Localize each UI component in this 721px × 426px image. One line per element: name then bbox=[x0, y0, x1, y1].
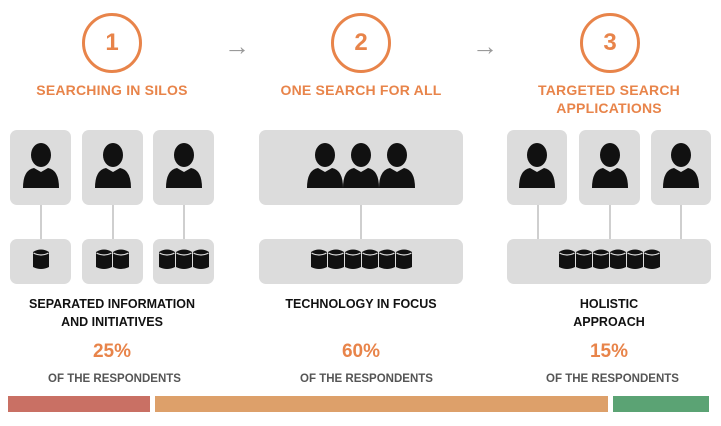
database-icon bbox=[643, 248, 660, 275]
database-icon bbox=[158, 248, 175, 275]
label-line: SEPARATED INFORMATION bbox=[29, 297, 195, 311]
database-icon bbox=[361, 248, 378, 275]
step-2-number: 2 bbox=[331, 13, 391, 73]
database-icon bbox=[327, 248, 344, 275]
database-box bbox=[10, 239, 71, 284]
step-2-percent: 60% bbox=[341, 341, 381, 362]
database-box bbox=[82, 239, 143, 284]
label-line: HOLISTIC bbox=[579, 297, 639, 311]
bar-segment-silos bbox=[8, 396, 150, 412]
user-icon bbox=[342, 142, 380, 193]
step-3-label: HOLISTIC APPROACH bbox=[509, 295, 709, 331]
database-box bbox=[507, 239, 711, 284]
arrow-right-icon: → bbox=[472, 31, 498, 61]
title-line: TARGETED SEARCH bbox=[538, 82, 680, 98]
step-2-title: ONE SEARCH FOR ALL bbox=[261, 81, 461, 99]
user-icon bbox=[165, 142, 203, 193]
title-line: SEARCHING IN SILOS bbox=[36, 82, 188, 98]
label-line: TECHNOLOGY IN FOCUS bbox=[285, 297, 437, 311]
database-box bbox=[153, 239, 214, 284]
step-3-percent: 15% bbox=[589, 341, 629, 362]
step-1-number: 1 bbox=[82, 13, 142, 73]
user-icon bbox=[94, 142, 132, 193]
database-icon bbox=[175, 248, 192, 275]
user-icon bbox=[662, 142, 700, 193]
step-3-respondents: OF THE RESPONDENTS bbox=[546, 373, 679, 385]
database-icon bbox=[113, 248, 129, 275]
title-line: APPLICATIONS bbox=[556, 100, 662, 116]
database-icon bbox=[192, 248, 209, 275]
step-1-respondents: OF THE RESPONDENTS bbox=[48, 373, 181, 385]
database-icon bbox=[378, 248, 395, 275]
step-1-label: SEPARATED INFORMATION AND INITIATIVES bbox=[12, 295, 212, 331]
bar-segment-one-search bbox=[155, 396, 608, 412]
user-icon bbox=[22, 142, 60, 193]
connector-line bbox=[537, 205, 539, 239]
database-icon bbox=[344, 248, 361, 275]
step-2-respondents: OF THE RESPONDENTS bbox=[300, 373, 433, 385]
database-icon bbox=[32, 248, 49, 275]
database-icon bbox=[310, 248, 327, 275]
connector-line bbox=[183, 205, 185, 239]
database-icon bbox=[609, 248, 626, 275]
user-icon bbox=[518, 142, 556, 193]
database-icon bbox=[96, 248, 112, 275]
connector-line bbox=[112, 205, 114, 239]
bar-segment-targeted bbox=[613, 396, 709, 412]
step-3-number: 3 bbox=[580, 13, 640, 73]
database-box bbox=[259, 239, 463, 284]
database-icon bbox=[575, 248, 592, 275]
title-line: ONE SEARCH FOR ALL bbox=[280, 82, 442, 98]
user-icon bbox=[306, 142, 344, 193]
user-group-box bbox=[507, 130, 567, 205]
arrow-right-icon: → bbox=[224, 31, 250, 61]
label-line: APPROACH bbox=[573, 315, 645, 329]
connector-line bbox=[609, 205, 611, 239]
connector-line bbox=[680, 205, 682, 239]
user-group-box bbox=[10, 130, 71, 205]
label-line: AND INITIATIVES bbox=[61, 315, 163, 329]
user-icon bbox=[591, 142, 629, 193]
user-group-box bbox=[579, 130, 640, 205]
connector-line bbox=[40, 205, 42, 239]
database-icon bbox=[592, 248, 609, 275]
user-group-box bbox=[259, 130, 463, 205]
connector-line bbox=[360, 205, 362, 239]
step-1-title: SEARCHING IN SILOS bbox=[12, 81, 212, 99]
user-group-box bbox=[82, 130, 143, 205]
database-icon bbox=[558, 248, 575, 275]
step-1-percent: 25% bbox=[92, 341, 132, 362]
user-icon bbox=[378, 142, 416, 193]
database-icon bbox=[626, 248, 643, 275]
database-icon bbox=[395, 248, 412, 275]
step-3-title: TARGETED SEARCH APPLICATIONS bbox=[509, 81, 709, 117]
step-2-label: TECHNOLOGY IN FOCUS bbox=[261, 295, 461, 313]
user-group-box bbox=[153, 130, 214, 205]
user-group-box bbox=[651, 130, 711, 205]
